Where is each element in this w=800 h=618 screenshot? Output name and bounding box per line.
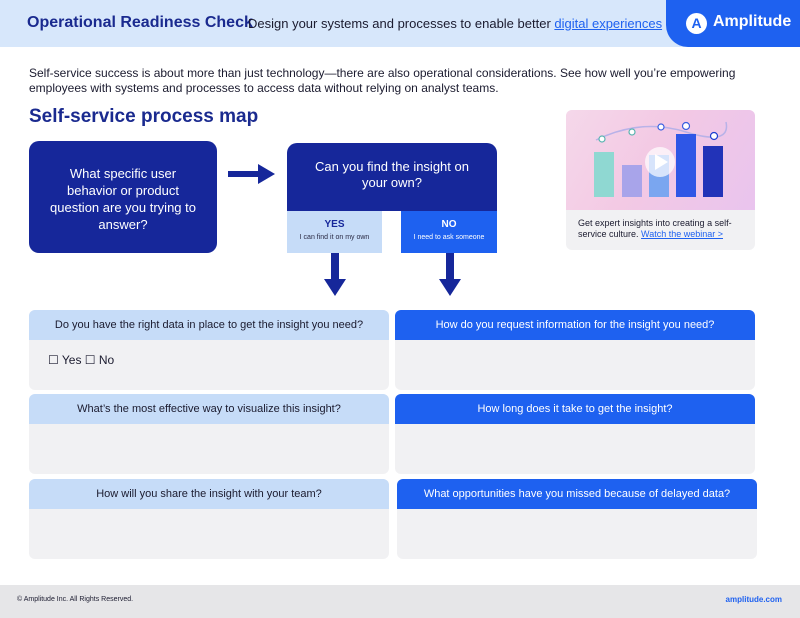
intro-paragraph: Self-service success is about more than … bbox=[29, 66, 736, 95]
card-answer-area[interactable] bbox=[397, 509, 757, 535]
card-answer-area[interactable] bbox=[29, 509, 389, 535]
webinar-thumbnail[interactable] bbox=[566, 110, 755, 210]
arrow-right-icon bbox=[228, 164, 275, 184]
right-data-card: Do you have the right data in place to g… bbox=[29, 310, 389, 390]
card-question: What opportunities have you missed becau… bbox=[397, 479, 757, 509]
webinar-card[interactable]: Get expert insights into creating a self… bbox=[566, 110, 755, 250]
watch-webinar-link[interactable]: Watch the webinar > bbox=[641, 229, 723, 239]
arrow-down-icon bbox=[324, 253, 346, 296]
copyright-text: © Amplitude Inc. All Rights Reserved. bbox=[17, 596, 134, 603]
header-banner: Operational Readiness Check Design your … bbox=[0, 0, 800, 47]
card-question: How will you share the insight with your… bbox=[29, 479, 389, 509]
yes-no-checkboxes[interactable]: ☐ Yes ☐ No bbox=[48, 353, 115, 367]
header-subtitle-text: Design your systems and processes to ena… bbox=[248, 16, 555, 31]
card-answer-area[interactable] bbox=[395, 340, 755, 366]
card-answer-area[interactable] bbox=[29, 424, 389, 450]
arrow-down-icon bbox=[439, 253, 461, 296]
bar-chart-illustration bbox=[594, 121, 728, 197]
page-title: Operational Readiness Check bbox=[27, 14, 253, 31]
missed-opportunities-card: What opportunities have you missed becau… bbox=[397, 479, 757, 559]
user-question-box: What specific user behavior or product q… bbox=[29, 141, 217, 253]
insight-question-box: Can you find the insight on your own? bbox=[287, 143, 497, 211]
webinar-caption: Get expert insights into creating a self… bbox=[578, 218, 748, 240]
card-question: How do you request information for the i… bbox=[395, 310, 755, 340]
amplitude-logo-icon: A bbox=[686, 13, 707, 34]
yes-label: YES bbox=[324, 219, 345, 230]
no-option: NO I need to ask someone bbox=[401, 211, 497, 253]
card-question: How long does it take to get the insight… bbox=[395, 394, 755, 424]
request-info-card: How do you request information for the i… bbox=[395, 310, 755, 390]
yes-option: YES I can find it on my own bbox=[287, 211, 382, 253]
card-question: Do you have the right data in place to g… bbox=[29, 310, 389, 340]
digital-experiences-link[interactable]: digital experiences bbox=[554, 16, 663, 31]
header-subtitle: Design your systems and processes to ena… bbox=[248, 16, 662, 31]
card-answer-area[interactable] bbox=[395, 424, 755, 450]
amplitude-logo[interactable]: A Amplitude bbox=[666, 0, 800, 47]
share-insight-card: How will you share the insight with your… bbox=[29, 479, 389, 559]
card-question: What’s the most effective way to visuali… bbox=[29, 394, 389, 424]
section-title: Self-service process map bbox=[29, 106, 259, 127]
amplitude-logo-text: Amplitude bbox=[713, 13, 792, 30]
yes-sublabel: I can find it on my own bbox=[299, 234, 370, 241]
no-label: NO bbox=[441, 219, 457, 230]
footer: © Amplitude Inc. All Rights Reserved. am… bbox=[0, 585, 800, 618]
site-link[interactable]: amplitude.com bbox=[725, 595, 782, 604]
visualize-card: What’s the most effective way to visuali… bbox=[29, 394, 389, 474]
no-sublabel: I need to ask someone bbox=[413, 234, 485, 241]
time-to-insight-card: How long does it take to get the insight… bbox=[395, 394, 755, 474]
webinar-text: Get expert insights into creating a self… bbox=[578, 218, 732, 239]
